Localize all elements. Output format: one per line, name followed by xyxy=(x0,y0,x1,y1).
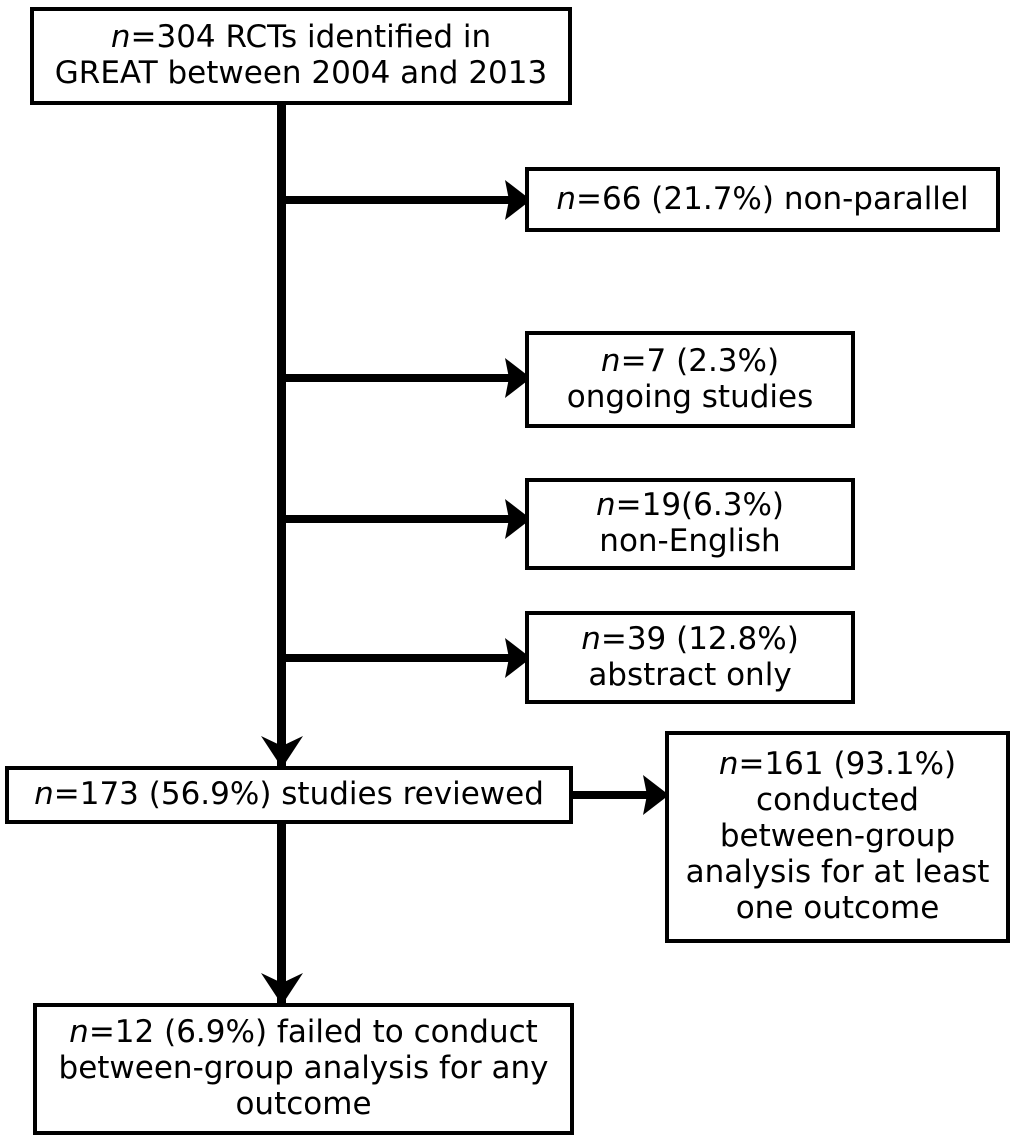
connector-reviewed-to-failed-line xyxy=(277,824,286,1003)
connector-exclusion-2-line xyxy=(282,374,514,382)
connector-reviewed-to-conducted-line xyxy=(573,791,653,799)
node-excluded-non-english: n=19(6.3%)non-English xyxy=(525,478,855,570)
node-excluded-non-parallel-label: n=66 (21.7%) non-parallel xyxy=(556,180,969,217)
n-symbol: n xyxy=(69,1014,89,1051)
n-symbol: n xyxy=(581,620,601,657)
node-excluded-abstract-only-label: n=39 (12.8%)abstract only xyxy=(581,620,799,693)
arrowhead-right-icon xyxy=(505,638,531,678)
node-excluded-ongoing-studies: n=7 (2.3%)ongoing studies xyxy=(525,331,855,428)
node-studies-reviewed-label: n=173 (56.9%) studies reviewed xyxy=(34,776,544,813)
node-excluded-abstract-only: n=39 (12.8%)abstract only xyxy=(525,611,855,704)
node-excluded-non-parallel: n=66 (21.7%) non-parallel xyxy=(525,167,1000,232)
node-excluded-non-english-label: n=19(6.3%)non-English xyxy=(595,487,785,559)
n-symbol: n xyxy=(595,487,616,524)
connector-exclusion-4-line xyxy=(282,654,514,662)
node-excluded-ongoing-studies-label: n=7 (2.3%)ongoing studies xyxy=(566,342,814,415)
n-symbol: n xyxy=(34,776,54,813)
arrowhead-right-icon xyxy=(643,775,669,815)
connector-main-spine xyxy=(277,105,286,766)
n-symbol: n xyxy=(110,19,131,56)
n-symbol: n xyxy=(556,180,577,217)
arrowhead-right-icon xyxy=(505,499,531,539)
arrowhead-right-icon xyxy=(505,180,531,220)
node-studies-reviewed: n=173 (56.9%) studies reviewed xyxy=(5,766,573,824)
connector-exclusion-3-line xyxy=(282,515,514,523)
n-symbol: n xyxy=(718,746,739,783)
arrowhead-down-icon xyxy=(261,736,303,768)
n-symbol: n xyxy=(600,342,621,379)
arrowhead-right-icon xyxy=(505,358,531,398)
arrowhead-down-icon xyxy=(261,973,303,1005)
connector-exclusion-1-line xyxy=(282,196,514,204)
